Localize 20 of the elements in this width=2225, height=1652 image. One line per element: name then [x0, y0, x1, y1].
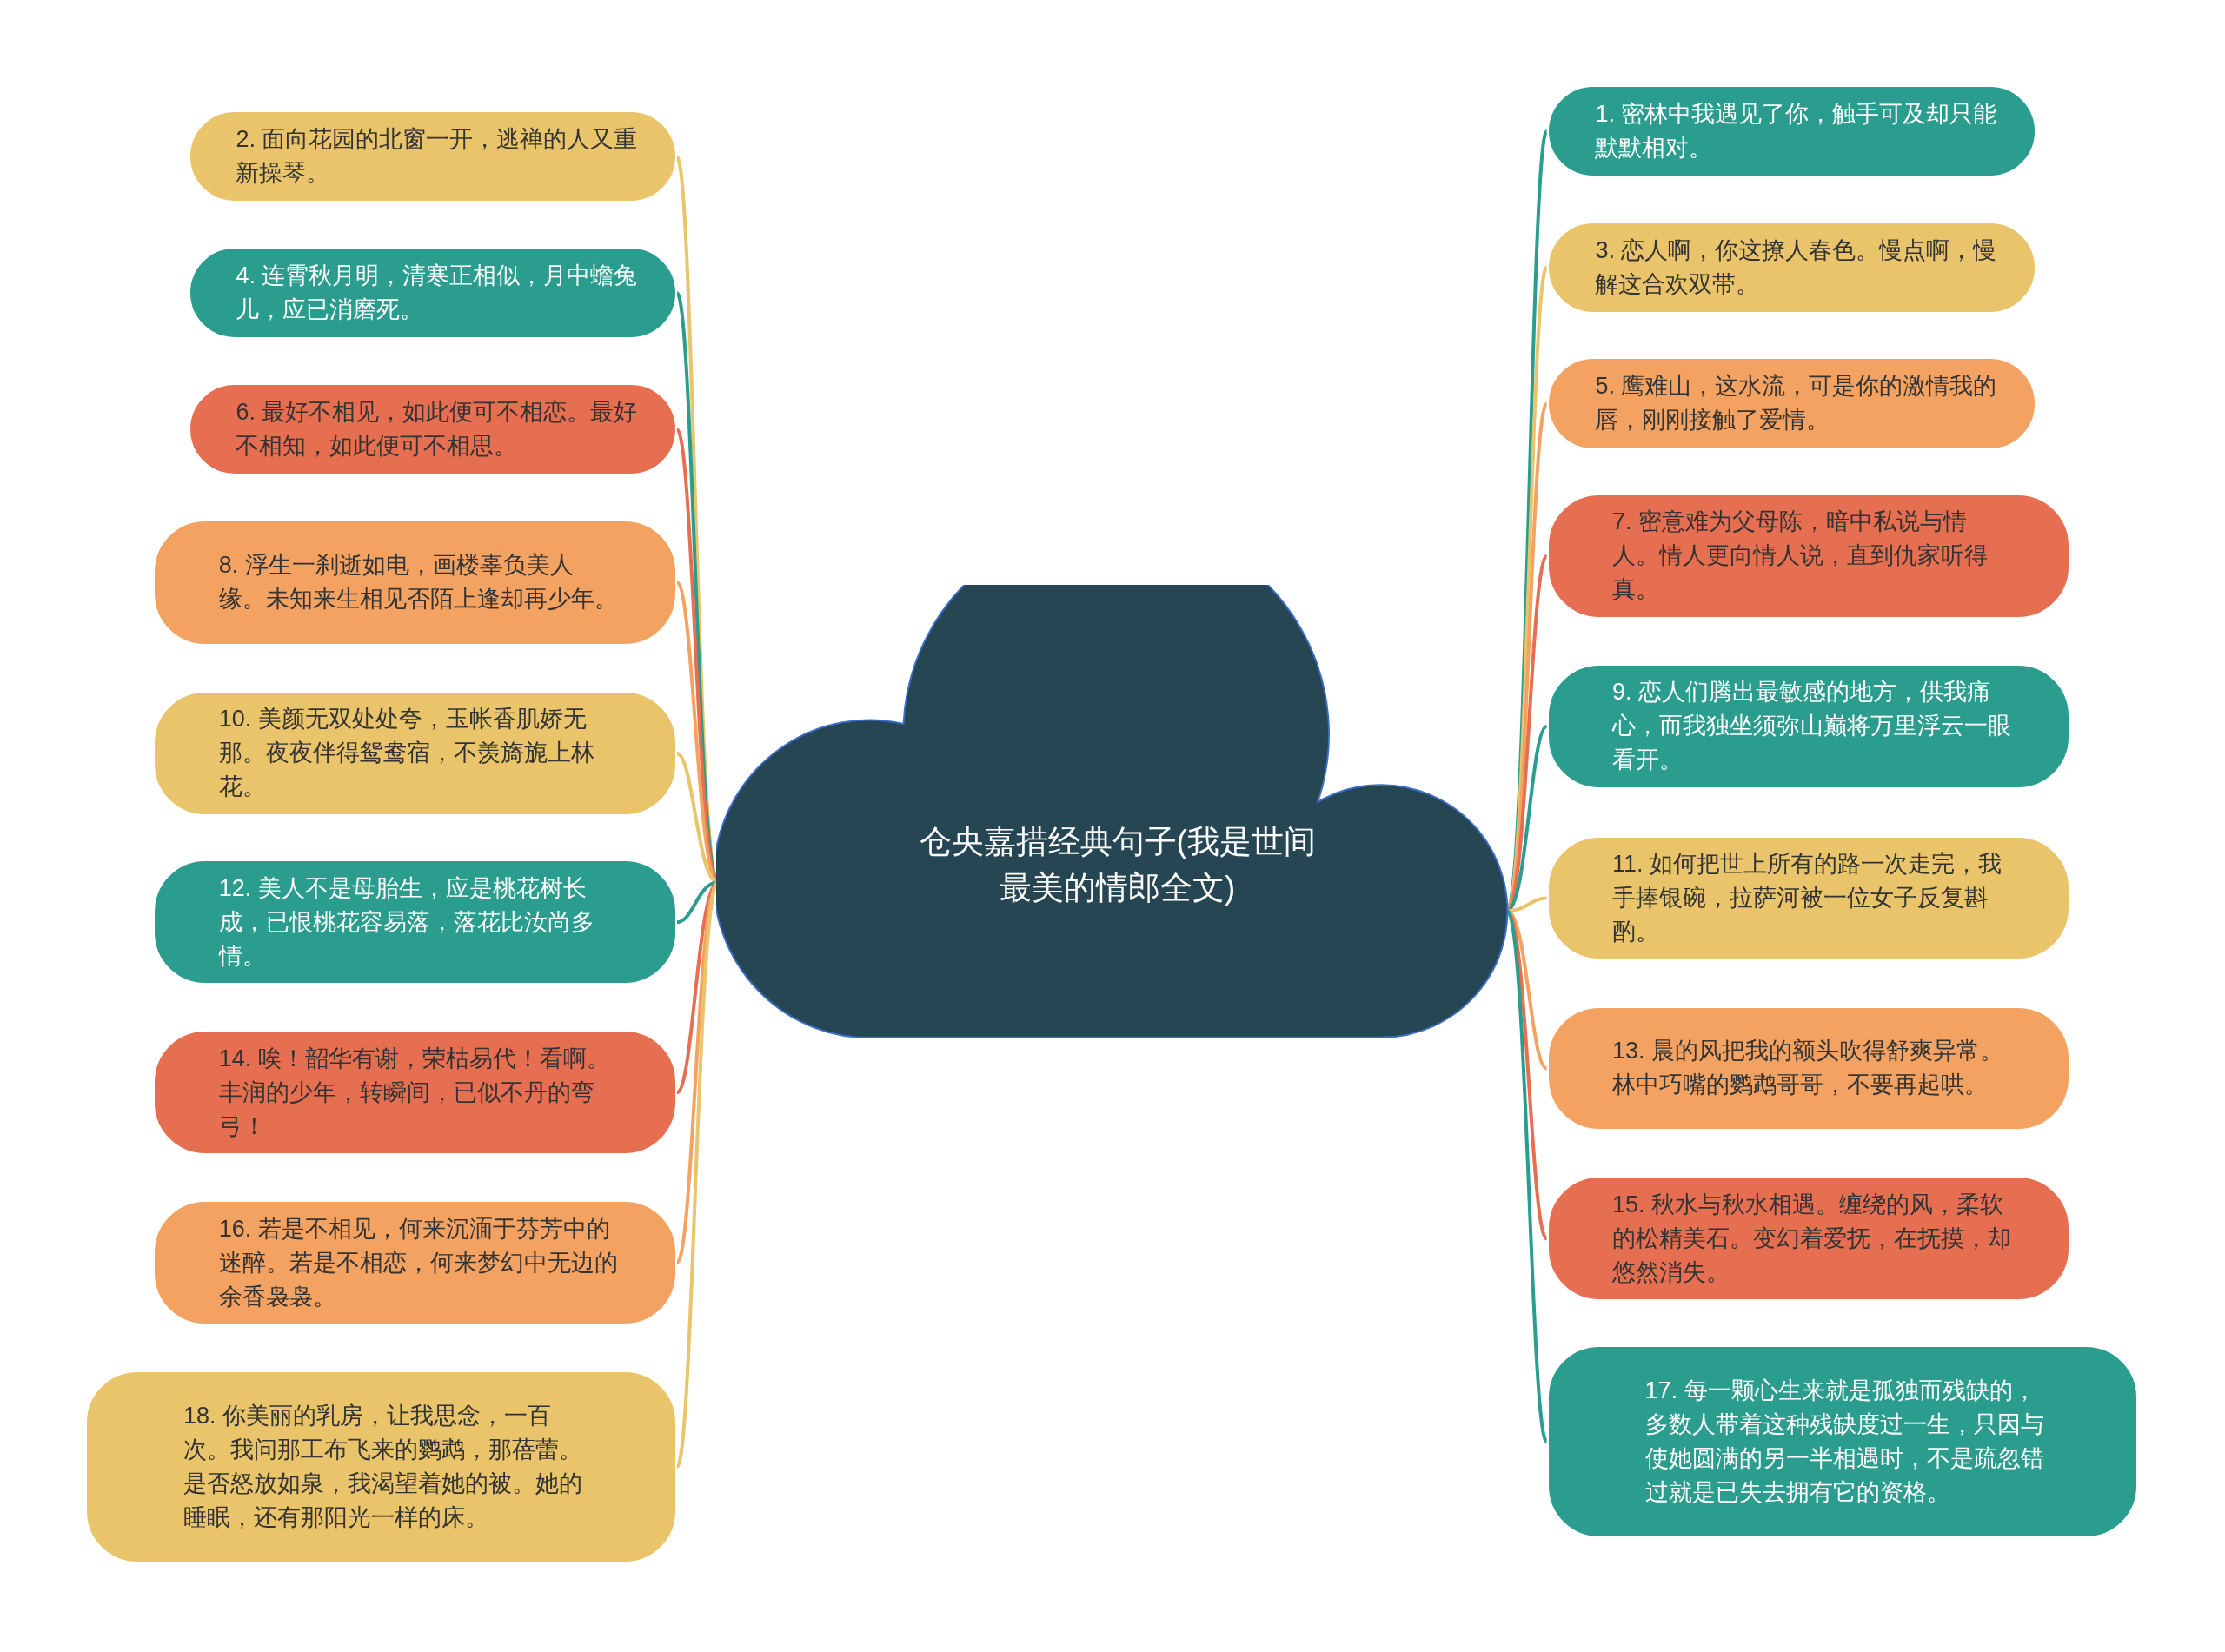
- quote-bubble: 17. 每一颗心生来就是孤独而残缺的，多数人带着这种残缺度过一生，只因与使她圆满的另一半相遇时，不是疏忽错过就是已失去拥有它的资格。: [1546, 1344, 2139, 1538]
- quote-bubble: 8. 浮生一刹逝如电，画楼辜负美人缘。未知来生相见否陌上逢却再少年。: [153, 519, 677, 646]
- quote-bubble: 10. 美颜无双处处夸，玉帐香肌娇无那。夜夜伴得鸳鸯宿，不羡旖旎上林花。: [153, 691, 677, 816]
- cloud: [716, 584, 1509, 1039]
- quote-bubble: 4. 连霄秋月明，清寒正相似，月中蟾兔儿，应已消磨死。: [189, 247, 677, 340]
- topic-title: 仓央嘉措经典句子(我是世间最美的情郎全文): [918, 823, 1317, 907]
- quote-bubble: 7. 密意难为父母陈，暗中私说与情人。情人更向情人说，直到仇家听得真。: [1546, 494, 2070, 619]
- quote-bubble: 13. 晨的风把我的额头吹得舒爽异常。林中巧嘴的鹦鹉哥哥，不要再起哄。: [1546, 1005, 2070, 1131]
- quote-bubble: 9. 恋人们腾出最敏感的地方，供我痛心，而我独坐须弥山巅将万里浮云一眼看开。: [1546, 664, 2070, 789]
- quote-bubble: 1. 密林中我遇见了你，触手可及却只能默默相对。: [1546, 84, 2036, 178]
- quote-bubble: 18. 你美丽的乳房，让我思念，一百次。我问那工布飞来的鹦鹉，那蓓蕾。是否怒放如泉，我渴望着她的被。她的睡眠，还有那阳光一样的床。: [84, 1370, 677, 1564]
- quote-bubble: 2. 面向花园的北窗一开，逃禅的人又重新操琴。: [189, 110, 677, 203]
- quote-bubble: 15. 秋水与秋水相遇。缠绕的风，柔软的松精美石。变幻着爱抚，在抚摸，却悠然消失。: [1546, 1176, 2070, 1302]
- quote-bubble: 5. 鹰难山，这水流，可是你的激情我的唇，刚刚接触了爱情。: [1546, 357, 2036, 450]
- quote-bubble: 11. 如何把世上所有的路一次走完，我手捧银碗，拉萨河被一位女子反复斟酌。: [1546, 835, 2070, 961]
- quote-bubble: 3. 恋人啊，你这撩人春色。慢点啊，慢解这合欢双带。: [1546, 221, 2036, 314]
- quote-bubble: 12. 美人不是母胎生，应是桃花树长成，已恨桃花容易落，落花比汝尚多情。: [153, 859, 677, 985]
- quote-bubble: 16. 若是不相见，何来沉湎于芬芳中的迷醉。若是不相恋，何来梦幻中无边的余香袅袅。: [153, 1200, 677, 1325]
- quote-bubble: 14. 唉！韶华有谢，荣枯易代！看啊。丰润的少年，转瞬间，已似不丹的弯弓！: [153, 1030, 677, 1155]
- quote-bubble: 6. 最好不相见，如此便可不相恋。最好不相知，如此便可不相思。: [189, 382, 677, 475]
